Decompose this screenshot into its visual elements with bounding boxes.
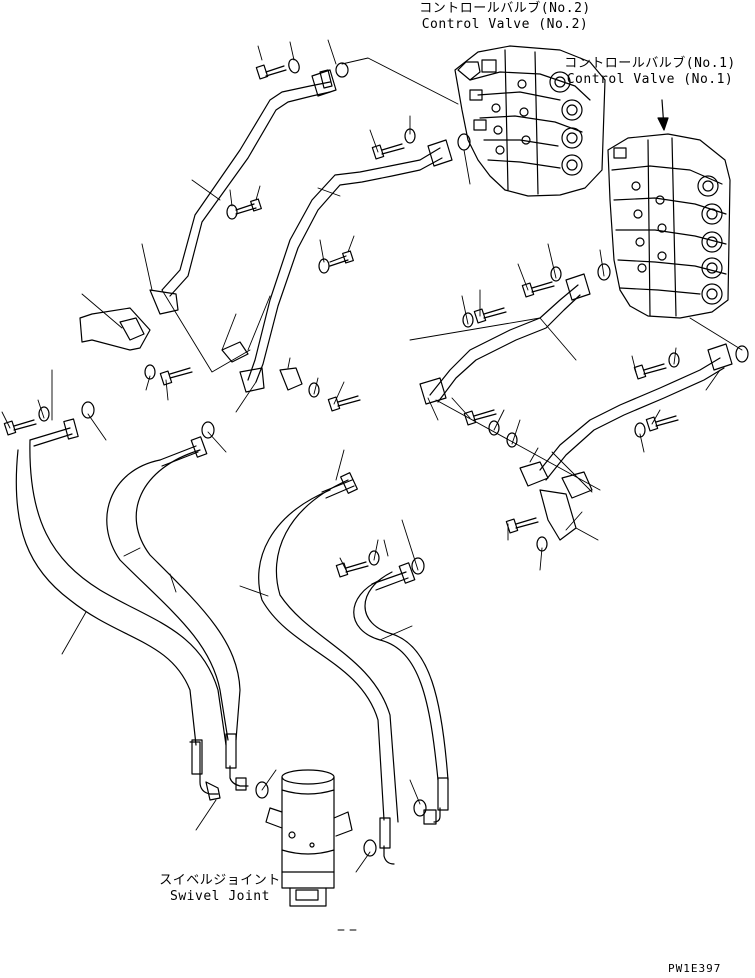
tube-2a [248,148,440,380]
control-valve-1-label-jp: コントロールバルブ(No.1) [564,56,736,71]
leader-lines [2,40,742,930]
tube-4a [540,358,720,470]
washers [39,58,748,856]
control-valve-1 [608,134,730,318]
hose-mid-2 [136,450,240,740]
drawing-code: PW1E397 [668,962,722,975]
tube-2b [256,158,442,382]
control-valve-2 [455,46,605,196]
hose-center-1 [259,490,384,820]
tube-3b [438,295,580,402]
flanges [312,70,732,404]
swivel-joint [266,770,352,906]
lower-elbow-fittings [190,734,448,864]
hose-center-2 [276,480,398,822]
swivel-joint-label-en: Swivel Joint [170,889,270,904]
clamp-brackets [80,290,592,540]
hose-left-2 [30,440,226,745]
tube-4b [546,368,724,480]
hose-right-2 [365,572,448,780]
tube-1b [170,92,330,296]
hose-right-1 [354,580,438,780]
hose-left-1 [16,450,196,745]
bolts [4,65,678,577]
swivel-joint-label-jp: スイベルジョイント [159,873,281,888]
tube-3a [430,285,578,395]
control-valve-1-label-en: Control Valve (No.1) [566,72,734,87]
upper-hose-fittings [30,419,415,590]
hose-mid-1 [107,460,228,740]
control-valve-2-label-en: Control Valve (No.2) [421,17,589,32]
control-valve-2-label-jp: コントロールバルブ(No.2) [419,1,591,16]
tube-1a [162,82,330,290]
